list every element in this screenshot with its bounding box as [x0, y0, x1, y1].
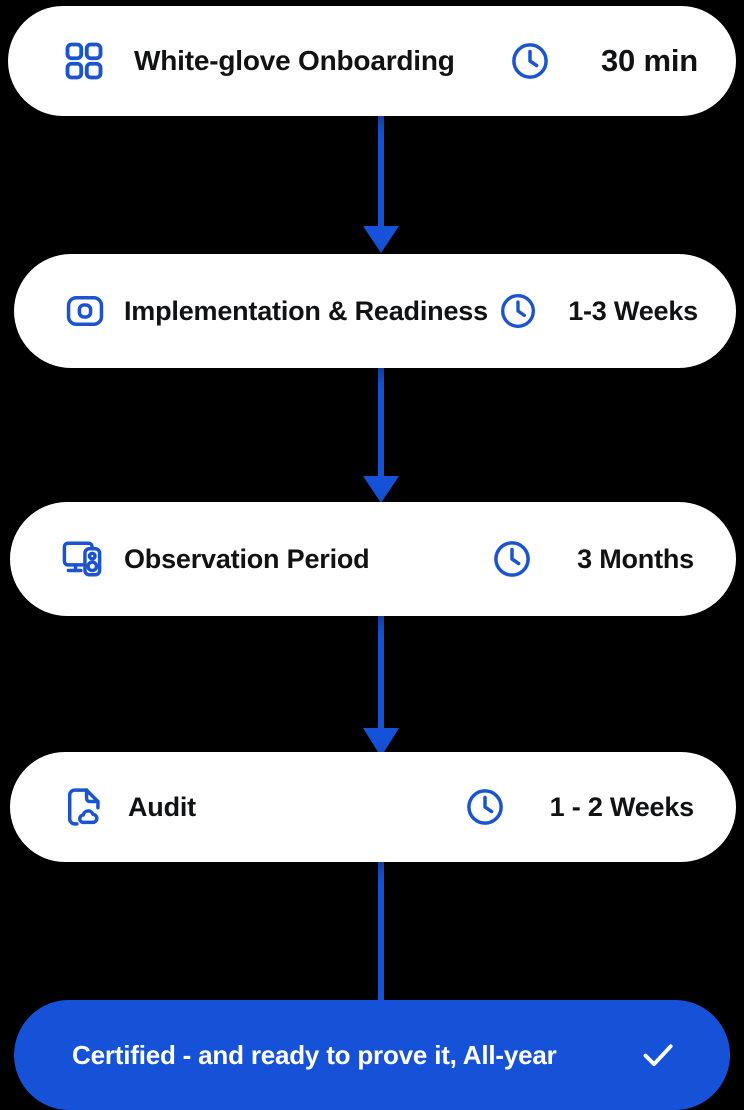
document-cloud-icon	[62, 785, 106, 829]
step-card-right: 3 Months	[491, 538, 694, 580]
step-duration: 1 - 2 Weeks	[549, 791, 695, 822]
step-card-white-glove-onboarding[interactable]: White-glove Onboarding 30 min	[8, 6, 736, 116]
connector-2	[0, 364, 744, 506]
monitor-server-icon	[60, 537, 104, 581]
step-duration: 3 Months	[577, 543, 694, 574]
step-duration: 1-3 Weeks	[568, 295, 698, 326]
certified-banner[interactable]: Certified - and ready to prove it, All-y…	[14, 1000, 730, 1110]
banner-label: Certified - and ready to prove it, All-y…	[72, 1039, 557, 1070]
grid-squares-icon	[62, 39, 106, 83]
step-duration: 30 min	[600, 43, 698, 78]
step-card-implementation-readiness[interactable]: Implementation & Readiness 1-3 Weeks	[14, 254, 736, 368]
step-card-observation-period[interactable]: Observation Period 3 Months	[10, 502, 736, 616]
clock-icon	[509, 40, 551, 82]
clock-icon	[498, 291, 538, 331]
check-icon	[638, 1035, 678, 1075]
step-card-left: White-glove Onboarding	[62, 39, 509, 83]
step-card-right: 1-3 Weeks	[498, 291, 698, 331]
step-label: Observation Period	[124, 543, 370, 574]
connector-4	[0, 858, 744, 1008]
step-card-left: Audit	[62, 785, 464, 829]
step-label: White-glove Onboarding	[134, 45, 455, 76]
connector-1	[0, 112, 744, 256]
step-card-left: Implementation & Readiness	[64, 290, 498, 332]
step-card-right: 30 min	[509, 40, 698, 82]
step-label: Audit	[128, 791, 196, 822]
step-label: Implementation & Readiness	[124, 295, 488, 326]
clock-icon	[491, 538, 533, 580]
step-card-right: 1 - 2 Weeks	[464, 786, 694, 828]
clock-icon	[464, 786, 506, 828]
connector-3	[0, 612, 744, 760]
step-card-left: Observation Period	[60, 537, 491, 581]
device-frame-icon	[64, 290, 106, 332]
step-card-audit[interactable]: Audit 1 - 2 Weeks	[10, 752, 736, 862]
